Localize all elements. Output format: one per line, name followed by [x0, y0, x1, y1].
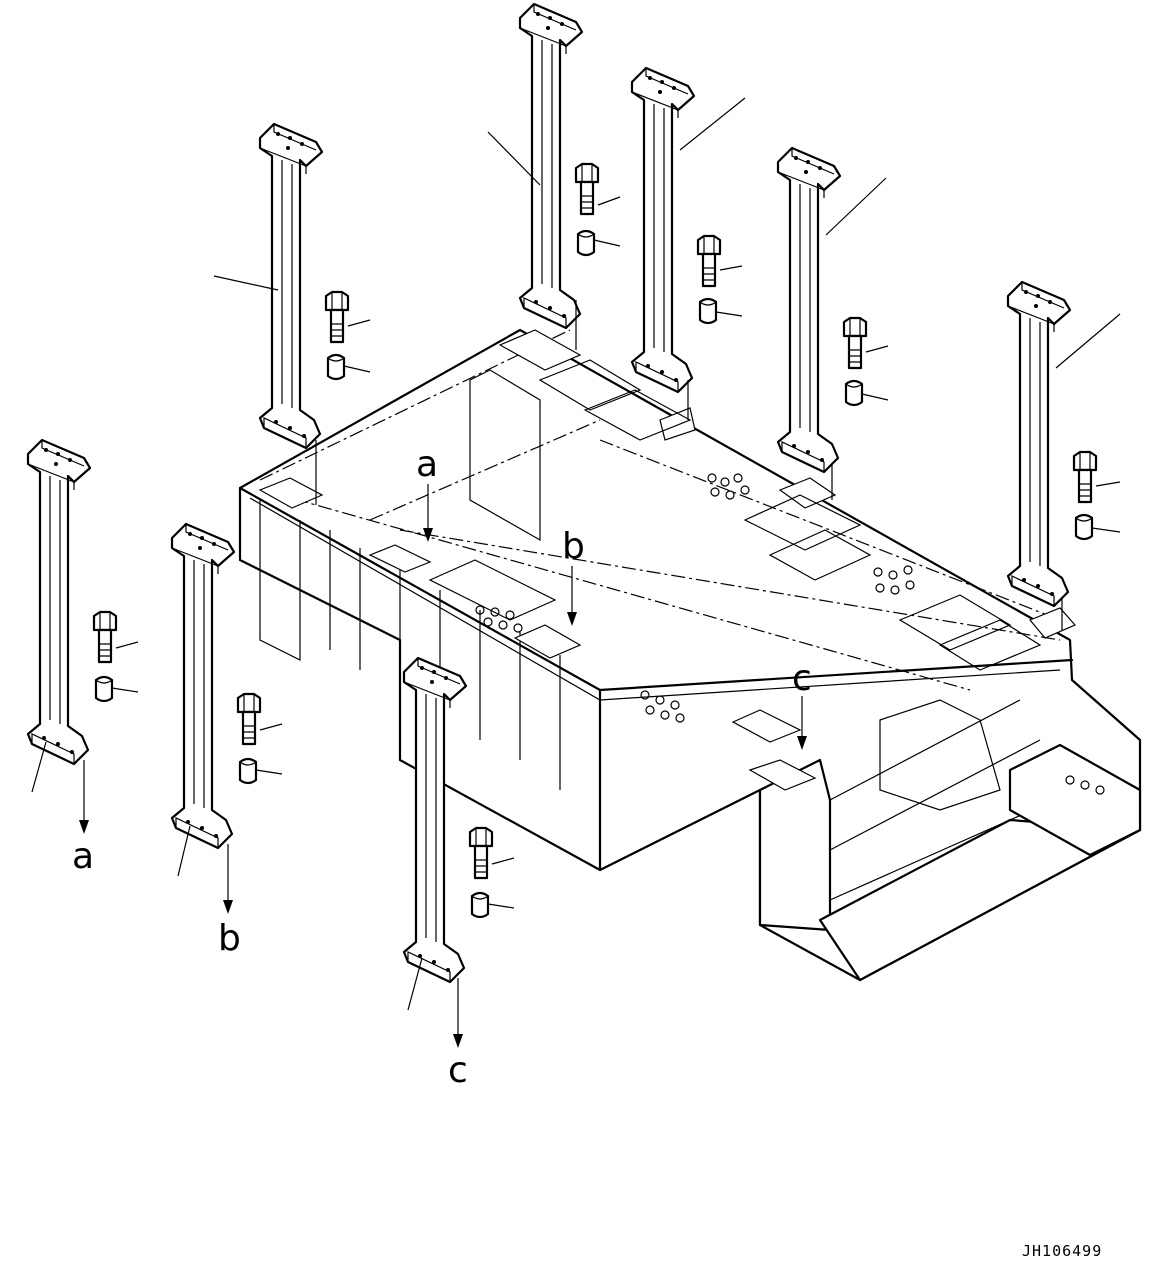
pillar-top-2 — [630, 66, 746, 394]
pillar-front-c — [402, 656, 468, 1011]
bolt-front-c — [468, 826, 515, 880]
bolt-top-3 — [842, 316, 889, 370]
pillar-front-a — [26, 438, 92, 793]
label-c-bottom: c — [448, 1050, 468, 1091]
pillar-top-3 — [776, 146, 887, 474]
main-frame — [238, 328, 1142, 982]
spacer-front-a — [94, 675, 139, 703]
label-a-bottom: a — [72, 836, 94, 877]
bolt-top-1 — [574, 162, 621, 216]
pillar-left-top — [213, 122, 324, 450]
bolt-top-2 — [696, 234, 743, 288]
bolt-left-top — [324, 290, 371, 344]
spacer-top-1 — [576, 229, 621, 257]
spacer-front-c — [470, 891, 515, 919]
pillar-top-1 — [487, 2, 584, 330]
label-b-top: b — [562, 526, 585, 567]
label-b-bottom: b — [218, 918, 241, 959]
pillar-front-b — [170, 522, 236, 877]
label-c-top: c — [792, 658, 812, 699]
bolt-front-a — [92, 610, 139, 664]
bolt-front-b — [236, 692, 283, 746]
pillar-top-4 — [1006, 280, 1121, 608]
spacer-top-3 — [844, 379, 889, 407]
drawing-code: JH106499 — [1022, 1242, 1102, 1260]
spacer-top-4 — [1074, 513, 1121, 541]
spacer-front-b — [238, 757, 283, 785]
bolt-top-4 — [1072, 450, 1121, 504]
label-a-top: a — [416, 444, 438, 485]
spacer-left-top — [326, 353, 371, 381]
spacer-top-2 — [698, 297, 743, 325]
